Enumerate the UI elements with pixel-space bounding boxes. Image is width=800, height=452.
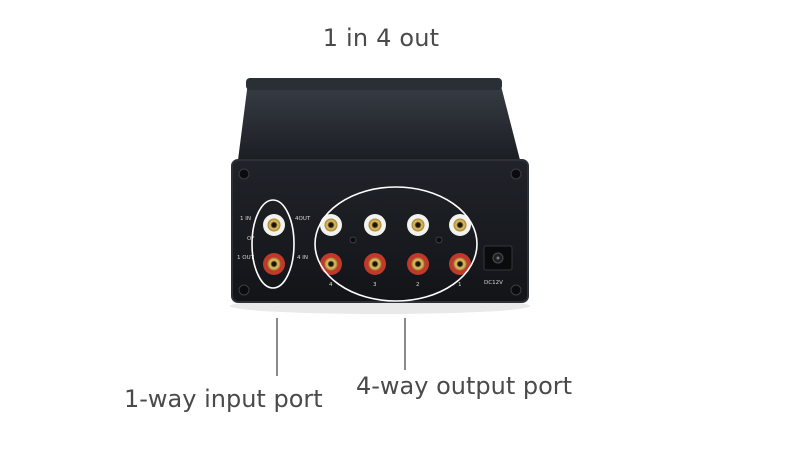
- channel-number: 4: [329, 282, 333, 288]
- label-or: OF: [247, 236, 255, 242]
- label-4-out: 4OUT: [295, 216, 311, 222]
- output-port-highlight: [314, 186, 478, 302]
- channel-number: 2: [416, 282, 420, 288]
- output-channel-2: [407, 214, 429, 275]
- input-port-label: 1-way input port: [124, 385, 323, 413]
- product-title: 1 in 4 out: [322, 24, 440, 52]
- channel-number: 3: [373, 282, 377, 288]
- panel-screws: [238, 168, 522, 296]
- device-top-cover: [238, 78, 520, 160]
- output-port-label: 4-way output port: [356, 372, 573, 400]
- label-4-in: 4 IN: [297, 255, 308, 261]
- dc-power-jack[interactable]: [483, 245, 513, 271]
- output-callout-line: [404, 318, 406, 370]
- output-channel-1: [449, 214, 471, 275]
- channel-number: 1: [458, 282, 462, 288]
- input-port-group: [263, 214, 285, 275]
- label-dc12v: DC12V: [484, 280, 503, 286]
- output-channel-3: [364, 214, 386, 275]
- label-1-in: 1 IN: [240, 216, 251, 222]
- input-port-highlight: [251, 199, 295, 289]
- output-port-group: [320, 214, 471, 275]
- output-channel-4: [320, 214, 342, 275]
- label-1-out: 1 OUT: [237, 255, 255, 261]
- input-callout-line: [276, 318, 278, 376]
